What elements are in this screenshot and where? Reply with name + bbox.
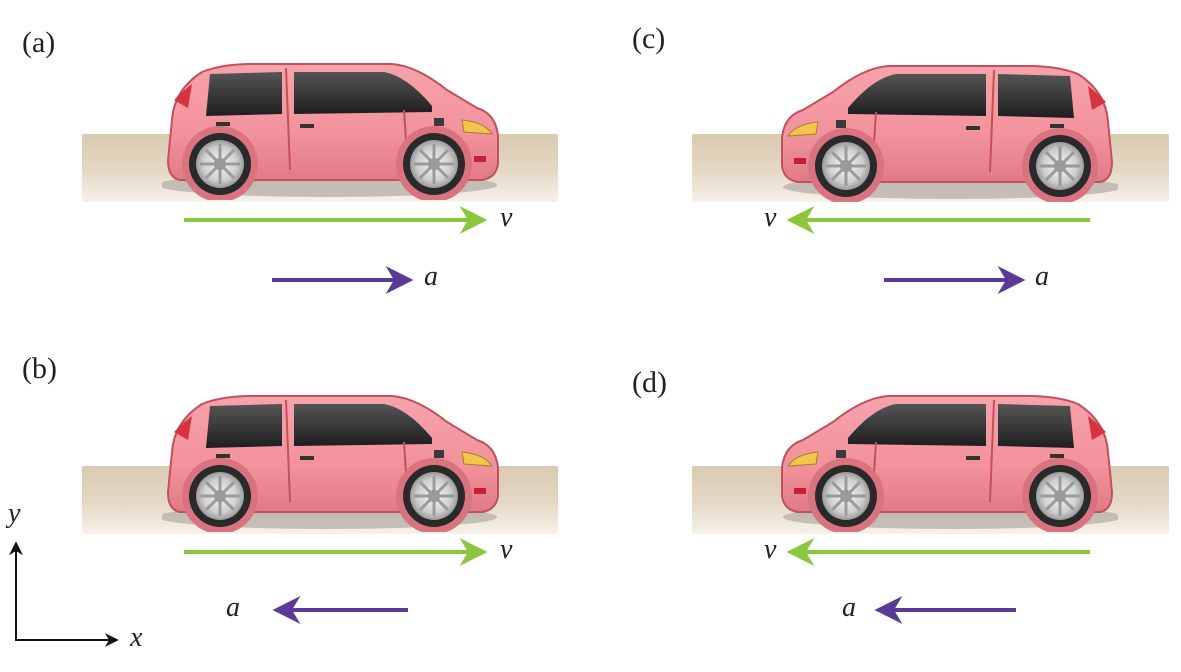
panel-label-b: (b): [22, 352, 57, 385]
coordinate-axes: y x: [0, 500, 170, 660]
car-b: [162, 392, 502, 532]
panel-label-c: (c): [632, 22, 666, 55]
x-axis-label: x: [130, 622, 143, 653]
acceleration-label-c: a: [1035, 261, 1049, 292]
velocity-label-a: v: [500, 202, 513, 233]
velocity-label-b: v: [500, 534, 513, 565]
panel-d: (d) v a: [632, 352, 1181, 672]
panel-a: (a) v a: [22, 22, 582, 342]
velocity-arrow-b: [182, 538, 492, 566]
velocity-arrow-c: [782, 206, 1092, 234]
panel-c: (c) v a: [632, 22, 1181, 342]
y-axis-label: y: [8, 498, 21, 529]
car-d: [778, 392, 1118, 532]
velocity-arrow-a: [182, 206, 492, 234]
acceleration-arrow-b: [270, 596, 410, 624]
velocity-arrow-d: [782, 538, 1092, 566]
acceleration-arrow-c: [882, 266, 1028, 294]
acceleration-label-d: a: [842, 592, 856, 623]
panel-label-a: (a): [22, 26, 56, 59]
velocity-label-d: v: [764, 534, 777, 565]
acceleration-label-a: a: [424, 261, 438, 292]
car-c: [778, 62, 1118, 202]
acceleration-arrow-d: [872, 596, 1018, 624]
velocity-label-c: v: [764, 202, 777, 233]
panel-b: (b) v a: [22, 352, 582, 672]
acceleration-label-b: a: [226, 592, 240, 623]
car-a: [162, 60, 502, 200]
acceleration-arrow-a: [270, 266, 416, 294]
panel-label-d: (d): [632, 366, 667, 399]
